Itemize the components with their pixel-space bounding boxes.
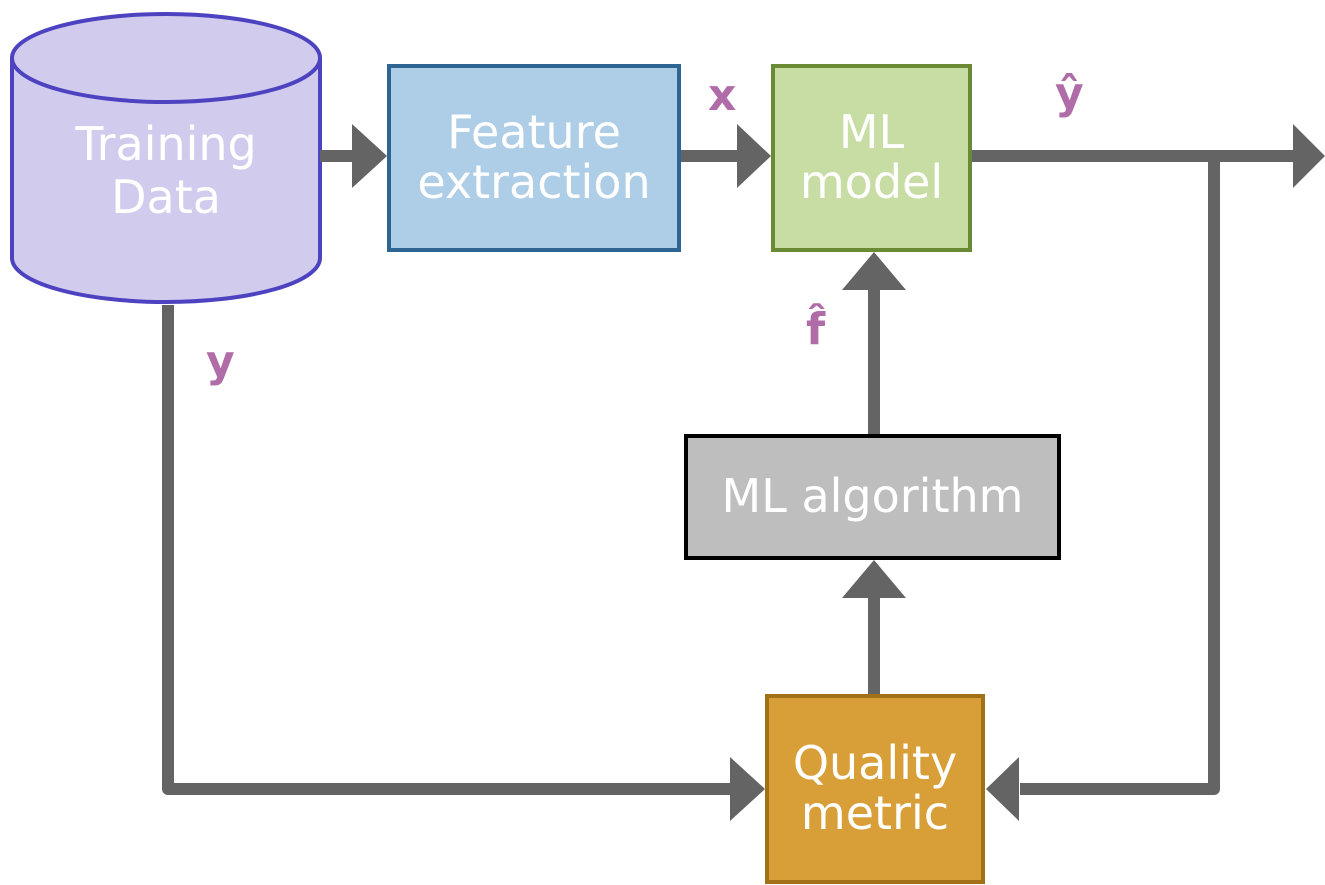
ml-algorithm-label: ML algorithm	[721, 469, 1024, 524]
edge-yhat-to-quality	[1020, 156, 1220, 795]
arrowhead-model	[737, 124, 771, 188]
variable-x-label: x	[708, 70, 737, 121]
ml-model-line2: model	[799, 155, 944, 209]
feature-extraction-box: Feature extraction	[387, 64, 681, 252]
variable-fhat-label: f̂	[806, 304, 826, 355]
arrowhead-output	[1293, 124, 1325, 188]
ml-model-box: ML model	[771, 64, 972, 252]
cylinder-top	[10, 12, 322, 104]
training-data-cylinder	[10, 12, 322, 304]
training-data-line2: Data	[111, 169, 221, 224]
ml-algorithm-box: ML algorithm	[684, 434, 1061, 560]
arrowhead-quality-right	[986, 757, 1019, 821]
arrowhead-feature	[352, 124, 387, 188]
arrowhead-algorithm	[842, 560, 906, 598]
arrowhead-model-up	[842, 252, 906, 290]
feature-extraction-line1: Feature	[447, 105, 621, 160]
quality-metric-line2: metric	[800, 786, 950, 840]
quality-metric-line1: Quality	[792, 736, 958, 791]
training-data-line1: Training	[75, 117, 257, 171]
training-data-label: Training Data	[12, 118, 320, 224]
ml-model-line1: ML	[838, 105, 905, 160]
variable-yhat-label: ŷ	[1055, 68, 1084, 119]
variable-y-label: y	[206, 336, 235, 387]
arrowhead-quality-left	[730, 757, 765, 821]
edge-y-to-quality	[162, 305, 731, 795]
quality-metric-box: Quality metric	[765, 694, 985, 884]
cylinder-body	[10, 58, 322, 304]
feature-extraction-line2: extraction	[417, 155, 651, 209]
